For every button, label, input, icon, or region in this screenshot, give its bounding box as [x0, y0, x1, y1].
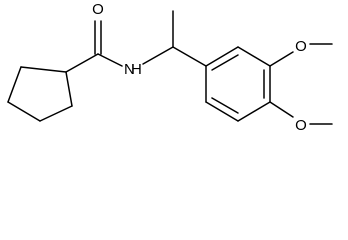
bond-aryl-5	[205, 101, 239, 122]
bond-carbonyl-to-n	[97, 53, 123, 67]
bond-n-to-ch	[142, 46, 174, 65]
bond-aryl-inner-1	[211, 54, 239, 71]
bond-ring-3	[7, 101, 41, 122]
bond-ch-to-ring	[172, 46, 207, 67]
atom-amide-nitrogen: N	[124, 61, 135, 78]
bond-ring-5	[20, 66, 67, 73]
atom-methoxy-oxygen-top: O	[295, 38, 307, 55]
atom-methoxy-oxygen-bottom: O	[295, 117, 307, 134]
atom-carbonyl-oxygen: O	[92, 1, 104, 18]
bond-ring-1	[65, 71, 73, 107]
chemical-structure: O N H O O	[7, 1, 333, 134]
bond-aryl-to-o-top	[269, 51, 294, 67]
benzene-ring	[205, 46, 271, 122]
bond-aryl-1	[205, 46, 239, 67]
bond-ring-2	[39, 105, 73, 122]
cyclopentane-ring	[7, 66, 73, 122]
bond-aryl-inner-3	[211, 97, 239, 114]
bond-ring-to-carbonyl	[65, 53, 99, 73]
ethyl-branch	[172, 10, 207, 67]
amide-group: O N H	[65, 1, 174, 78]
methoxy-bottom: O	[269, 101, 333, 134]
bond-aryl-2	[237, 46, 271, 67]
bond-aryl-to-o-bottom	[269, 101, 294, 118]
bond-aryl-4	[237, 101, 271, 122]
methoxy-top: O	[269, 38, 333, 67]
atom-amide-hydrogen: H	[131, 61, 142, 78]
bond-ring-4	[7, 66, 22, 103]
